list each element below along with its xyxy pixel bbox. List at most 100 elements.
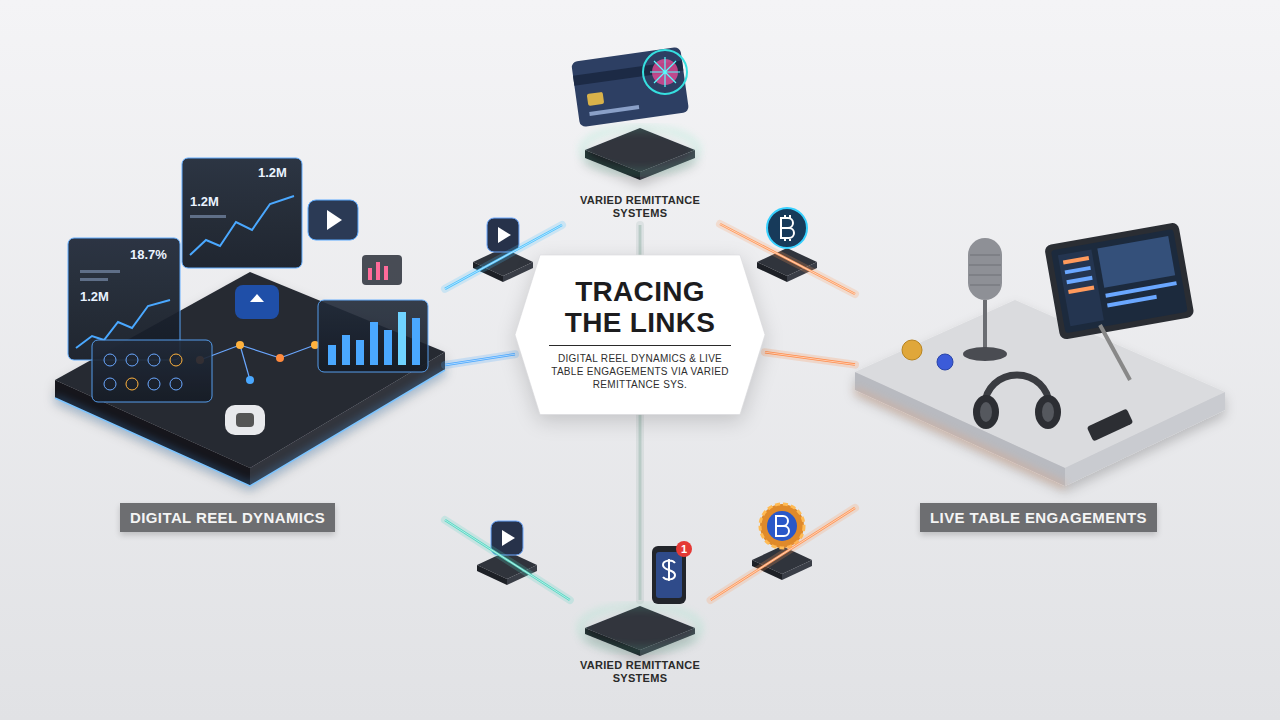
illustration-part xyxy=(236,413,254,427)
bar-panel xyxy=(318,300,428,372)
illustration-part xyxy=(980,402,992,422)
connector-line xyxy=(445,520,570,600)
illustration-part xyxy=(235,285,279,319)
icon-panel xyxy=(92,340,212,402)
remittance-node: VARIED REMITTANCE SYSTEMS xyxy=(560,140,720,225)
illustration-part xyxy=(104,354,116,366)
metric-value: 1.2M xyxy=(258,165,287,180)
hub-hexagon: TRACING THE LINKS DIGITAL REEL DYNAMICS &… xyxy=(515,255,765,414)
illustration-part xyxy=(643,50,687,94)
metric-value: 1.2M xyxy=(80,289,109,304)
illustration-part xyxy=(80,270,120,273)
connector-core xyxy=(640,415,641,600)
illustration-part xyxy=(1105,281,1177,297)
illustration-part xyxy=(250,294,264,302)
illustration-part xyxy=(342,335,350,365)
illustration-part xyxy=(170,354,182,366)
illustration-part xyxy=(384,330,392,365)
illustration-part xyxy=(370,322,378,365)
illustration-part xyxy=(585,128,695,172)
illustration-part xyxy=(767,511,797,541)
illustration-part xyxy=(969,275,1001,276)
node-title: VARIED REMITTANCE SYSTEMS xyxy=(570,659,710,687)
illustration-part xyxy=(398,312,406,365)
illustration-part xyxy=(968,238,1002,300)
illustration-part xyxy=(126,354,138,366)
illustration-part xyxy=(970,285,1000,286)
illustration-part xyxy=(498,227,511,243)
illustration-part xyxy=(225,405,265,435)
illustration-part xyxy=(640,150,695,180)
illustration-part xyxy=(1087,408,1134,441)
illustration-part xyxy=(1058,249,1104,326)
microphone xyxy=(963,238,1007,361)
table-platform xyxy=(855,300,1225,486)
node-title: TRACING THE LINKS xyxy=(549,277,731,345)
illustration-part xyxy=(246,376,254,384)
hexagon-shape xyxy=(515,255,765,414)
illustration-part xyxy=(362,255,402,285)
illustration-part xyxy=(1097,236,1175,288)
illustration-part xyxy=(92,340,212,402)
illustration-part xyxy=(126,378,138,390)
tablet xyxy=(1044,222,1195,340)
illustration-part xyxy=(477,565,507,585)
connector xyxy=(640,225,641,255)
illustration-part xyxy=(582,128,698,172)
illustration-part xyxy=(308,200,358,240)
illustration-part xyxy=(767,208,807,248)
illustration-part xyxy=(983,300,987,352)
illustration-part xyxy=(384,266,388,280)
illustration-part xyxy=(1044,222,1195,340)
illustration-part xyxy=(855,300,1225,468)
illustration-part xyxy=(776,516,789,536)
illustration-part xyxy=(80,278,108,281)
remittance-node: VARIED REMITTANCE SYSTEMS xyxy=(560,600,720,690)
illustration-part xyxy=(1051,229,1188,333)
headphones xyxy=(973,375,1061,429)
illustration-part xyxy=(376,262,380,280)
connector-glow xyxy=(445,520,570,600)
illustration-part xyxy=(1065,266,1091,274)
connector-glow xyxy=(445,354,515,365)
notification-badge: 1 xyxy=(676,541,692,557)
node-subtitle: DIGITAL REEL DYNAMICS & LIVE TABLE ENGAG… xyxy=(549,352,731,391)
connector-glow xyxy=(636,415,644,600)
connector-glow xyxy=(765,352,855,364)
illustration-part xyxy=(182,158,302,268)
illustration-part xyxy=(240,345,280,358)
cloud-icon xyxy=(235,285,279,319)
connector xyxy=(445,520,570,600)
illustration-part xyxy=(1100,325,1130,380)
illustration-part xyxy=(855,372,1065,486)
node-title: LIVE TABLE ENGAGEMENTS xyxy=(920,503,1157,532)
platform-node: DIGITAL REEL DYNAMICS xyxy=(55,250,445,540)
connector xyxy=(640,415,641,600)
illustration-part xyxy=(503,262,533,282)
illustration-part xyxy=(589,105,639,116)
illustration-part xyxy=(969,265,1001,266)
illustration-part xyxy=(963,347,1007,361)
connector-line xyxy=(711,508,855,600)
connector-glow xyxy=(711,508,855,600)
connector-core xyxy=(640,225,641,255)
illustration-part xyxy=(650,57,680,87)
illustration-part xyxy=(587,92,605,106)
toggle-icon xyxy=(225,405,265,435)
illustration-part xyxy=(585,606,695,650)
platform-node: LIVE TABLE ENGAGEMENTS xyxy=(855,240,1225,540)
illustration-part xyxy=(190,215,226,218)
illustration-part xyxy=(663,559,675,581)
illustration-part xyxy=(502,530,515,546)
connector-core xyxy=(711,508,855,600)
illustration-part xyxy=(855,390,1065,486)
connector-line xyxy=(765,352,855,364)
connector-core xyxy=(445,520,570,600)
connector-line xyxy=(639,225,642,255)
chip-graphic xyxy=(643,50,687,94)
connector-core xyxy=(445,354,515,365)
illustration-part xyxy=(236,341,244,349)
connector xyxy=(445,354,515,365)
